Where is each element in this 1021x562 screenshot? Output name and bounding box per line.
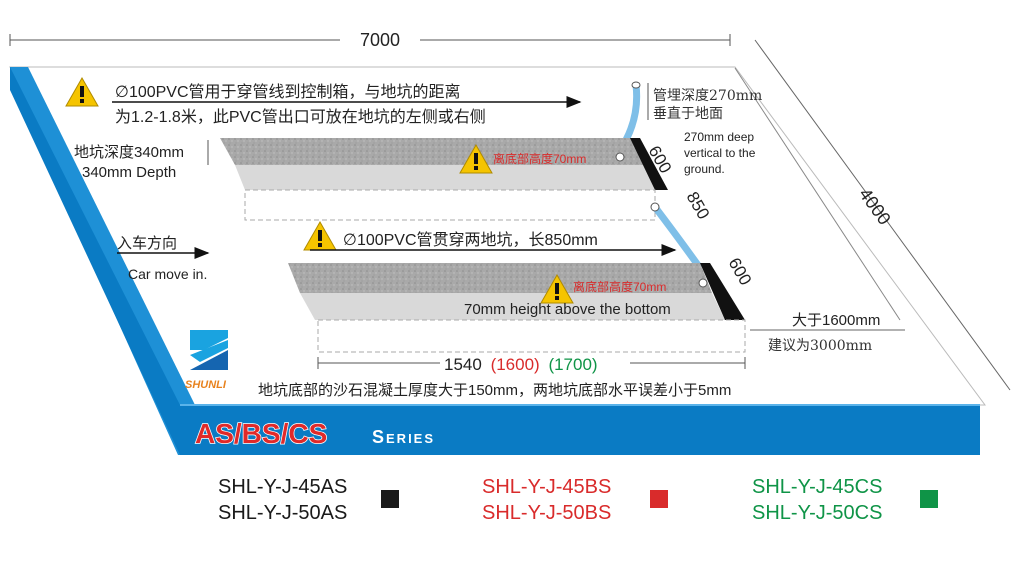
svg-text:建议为3000mm: 建议为3000mm (768, 338, 872, 354)
svg-text:SHUNLI: SHUNLI (185, 379, 227, 391)
svg-text:70mm height above the bottom: 70mm height above the bottom (464, 301, 671, 318)
svg-text:地坑底部的沙石混凝土厚度大于150mm，两地坑底部水平误差小: 地坑底部的沙石混凝土厚度大于150mm，两地坑底部水平误差小于5mm (258, 382, 731, 399)
svg-text:340mm Depth: 340mm Depth (82, 164, 176, 181)
series-suffix: Series (372, 427, 435, 447)
svg-text:4000: 4000 (855, 184, 895, 228)
pit-2 (288, 263, 746, 353)
series-name: AS/BS/CS (195, 418, 327, 449)
pit-1 (220, 138, 668, 221)
svg-text:270mm deep: 270mm deep (684, 130, 754, 144)
dimension-label: 7000 (360, 30, 400, 50)
svg-text:垂直于地面: 垂直于地面 (653, 105, 723, 122)
svg-text:∅100PVC管贯穿两地坑，长850mm: ∅100PVC管贯穿两地坑，长850mm (343, 231, 598, 249)
shunli-logo: SHUNLI (185, 330, 228, 391)
svg-text:地坑深度340mm: 地坑深度340mm (74, 144, 184, 161)
svg-text:Car move in.: Car move in. (128, 266, 207, 282)
color-swatch-green (920, 490, 938, 508)
svg-text:入车方向: 入车方向 (117, 235, 177, 252)
svg-text:大于1600mm: 大于1600mm (792, 312, 880, 329)
svg-text:离底部高度70mm: 离底部高度70mm (573, 279, 666, 294)
platform-front-face (180, 405, 980, 455)
svg-text:∅100PVC管用于穿管线到控制箱，与地坑的距离: ∅100PVC管用于穿管线到控制箱，与地坑的距离 (115, 83, 461, 101)
svg-text:1540 (1600) (1700): 1540 (1600) (1700) (444, 355, 598, 374)
color-swatch-black (381, 490, 399, 508)
color-swatch-red (650, 490, 668, 508)
svg-text:vertical to the: vertical to the (684, 146, 756, 160)
svg-text:ground.: ground. (684, 162, 725, 176)
svg-text:管埋深度270mm: 管埋深度270mm (653, 88, 762, 104)
svg-text:离底部高度70mm: 离底部高度70mm (493, 151, 586, 166)
dimension-7000: 7000 (9, 30, 731, 50)
svg-text:为1.2-1.8米，此PVC管出口可放在地坑的左侧或右侧: 为1.2-1.8米，此PVC管出口可放在地坑的左侧或右侧 (115, 108, 486, 126)
